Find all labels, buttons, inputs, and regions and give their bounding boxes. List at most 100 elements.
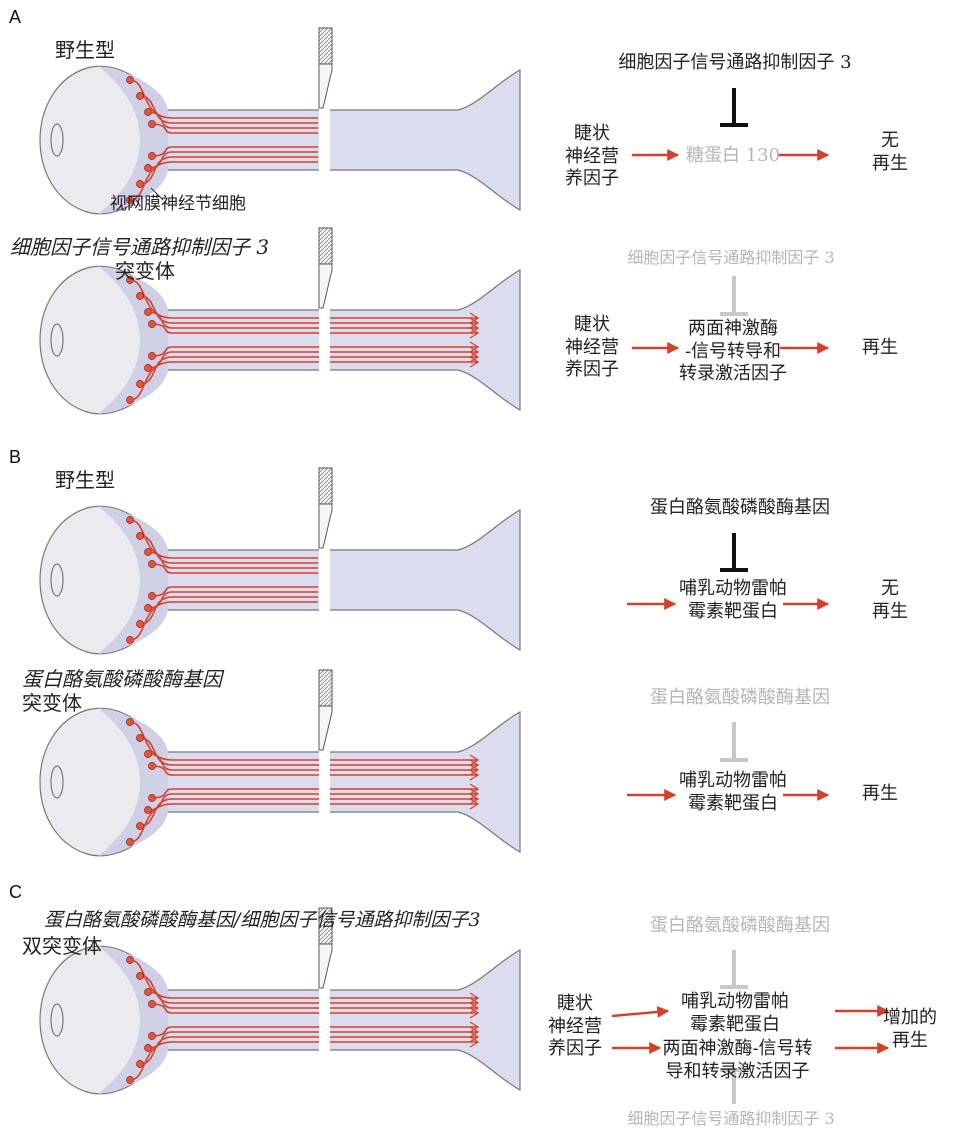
eye-nerve-a2 — [39, 227, 521, 415]
axon — [139, 975, 478, 1004]
pathway-b1-inhibitor: 蛋白酪氨酸磷酸酶基因 — [650, 497, 830, 518]
optic-nerve — [159, 710, 521, 854]
ganglion-cell — [144, 548, 152, 556]
ganglion-leader-line — [150, 187, 164, 201]
ganglion-cell — [148, 762, 156, 770]
crush-gap — [319, 535, 330, 625]
ganglion-cell — [126, 956, 134, 964]
ganglion-cell — [136, 532, 144, 540]
pathway-c-mediator-mtor: 哺乳动物雷帕 霉素靶蛋白 — [681, 991, 789, 1035]
axon — [151, 346, 478, 357]
lens — [50, 123, 64, 157]
inhibitor-a2 — [720, 276, 748, 316]
eyeball — [39, 265, 161, 415]
panel-letter-a: A — [9, 7, 22, 27]
ganglion-cell — [144, 750, 152, 758]
ganglion-cell — [136, 92, 144, 100]
axon — [151, 586, 318, 597]
lens — [50, 563, 64, 597]
ganglion-cell — [126, 76, 134, 84]
crush-gap — [319, 95, 330, 185]
ganglion-cell — [136, 972, 144, 980]
ganglion-cell — [144, 164, 152, 172]
growth-cone — [469, 1036, 480, 1048]
row-label-b1: 野生型 — [55, 468, 115, 492]
ganglion-cell — [136, 734, 144, 742]
axon — [147, 351, 478, 369]
growth-cone — [469, 764, 480, 776]
ganglion-cell — [148, 794, 156, 802]
knife-handle — [318, 27, 333, 65]
axon — [151, 563, 318, 574]
panel-letter-c: C — [9, 882, 22, 902]
arrow-c-in-1 — [611, 1005, 670, 1018]
lens — [50, 323, 64, 357]
pathway-a2-inhibitor: 细胞因子信号通路抑制因子 3 — [627, 248, 835, 267]
growth-cone — [469, 783, 480, 795]
optic-nerve — [159, 68, 521, 212]
axon — [139, 737, 478, 766]
row-label-a1: 野生型 — [55, 38, 115, 62]
axon — [129, 361, 478, 401]
ganglion-cell — [144, 308, 152, 316]
ganglion-cell — [144, 604, 152, 612]
axon — [151, 1026, 478, 1037]
axon — [129, 803, 478, 843]
axon — [139, 535, 318, 564]
pathway-a1-inducer: 睫状 神经营 养因子 — [565, 123, 619, 189]
ganglion-cell — [148, 352, 156, 360]
growth-cone — [469, 798, 480, 810]
growth-cone — [469, 346, 480, 358]
inhibitor-c-top — [720, 950, 748, 989]
growth-cone — [469, 317, 480, 329]
axon — [147, 793, 478, 811]
axon — [129, 1041, 478, 1081]
axon — [129, 79, 318, 119]
row-label-b2-mutant: 突变体 — [22, 691, 82, 715]
knife-handle — [318, 669, 333, 707]
row-label-b2-gene: 蛋白酪氨酸磷酸酶基因 — [22, 667, 222, 691]
crush-gap — [319, 295, 330, 385]
eye-nerve-a1 — [39, 27, 521, 215]
growth-cone — [469, 312, 480, 324]
pathway-b2-inhibitor: 蛋白酪氨酸磷酸酶基因 — [650, 687, 830, 708]
knife-blade — [318, 943, 333, 989]
ganglion-cell — [126, 838, 134, 846]
row-label-a2-mutant: 突变体 — [115, 259, 175, 283]
ganglion-cell — [126, 396, 134, 404]
growth-cone — [469, 793, 480, 805]
optic-nerve — [159, 508, 521, 652]
pathway-b1-mediator: 哺乳动物雷帕 霉素靶蛋白 — [679, 578, 787, 622]
ganglion-cell — [126, 516, 134, 524]
inhibitor-b2 — [720, 722, 748, 762]
axon — [129, 601, 318, 641]
growth-cone — [469, 327, 480, 339]
eyeball — [39, 505, 161, 655]
growth-cone — [469, 351, 480, 363]
ganglion-cell — [144, 108, 152, 116]
row-label-c-mutant: 双突变体 — [22, 934, 102, 958]
axon — [147, 991, 478, 1009]
pathway-a1-outcome: 无 再生 — [872, 130, 908, 174]
inhibitor-c-bottom — [720, 1068, 748, 1104]
axon — [147, 551, 318, 569]
pathway-a2-mediator: 两面神激酶 -信号转导和 转录激活因子 — [679, 318, 787, 384]
axon — [129, 519, 318, 559]
knife-handle — [318, 227, 333, 265]
axon — [151, 765, 478, 776]
axon — [129, 721, 478, 761]
growth-cone — [469, 769, 480, 781]
row-label-a2-gene: 细胞因子信号通路抑制因子 3 — [10, 235, 270, 259]
inhibitor-a1 — [720, 88, 748, 127]
growth-cone — [469, 788, 480, 800]
panel-letter-b: B — [9, 447, 22, 467]
ganglion-cell — [126, 718, 134, 726]
pathway-a2-inducer: 睫状 神经营 养因子 — [565, 314, 619, 380]
ganglion-cell — [144, 806, 152, 814]
pathway-c-inhibitor-top: 蛋白酪氨酸磷酸酶基因 — [650, 915, 830, 936]
eye-nerve-b2 — [39, 669, 521, 857]
pathway-b1-outcome: 无 再生 — [872, 578, 908, 622]
knife-blade — [318, 705, 333, 751]
axon — [151, 123, 318, 134]
growth-cone — [469, 754, 480, 766]
